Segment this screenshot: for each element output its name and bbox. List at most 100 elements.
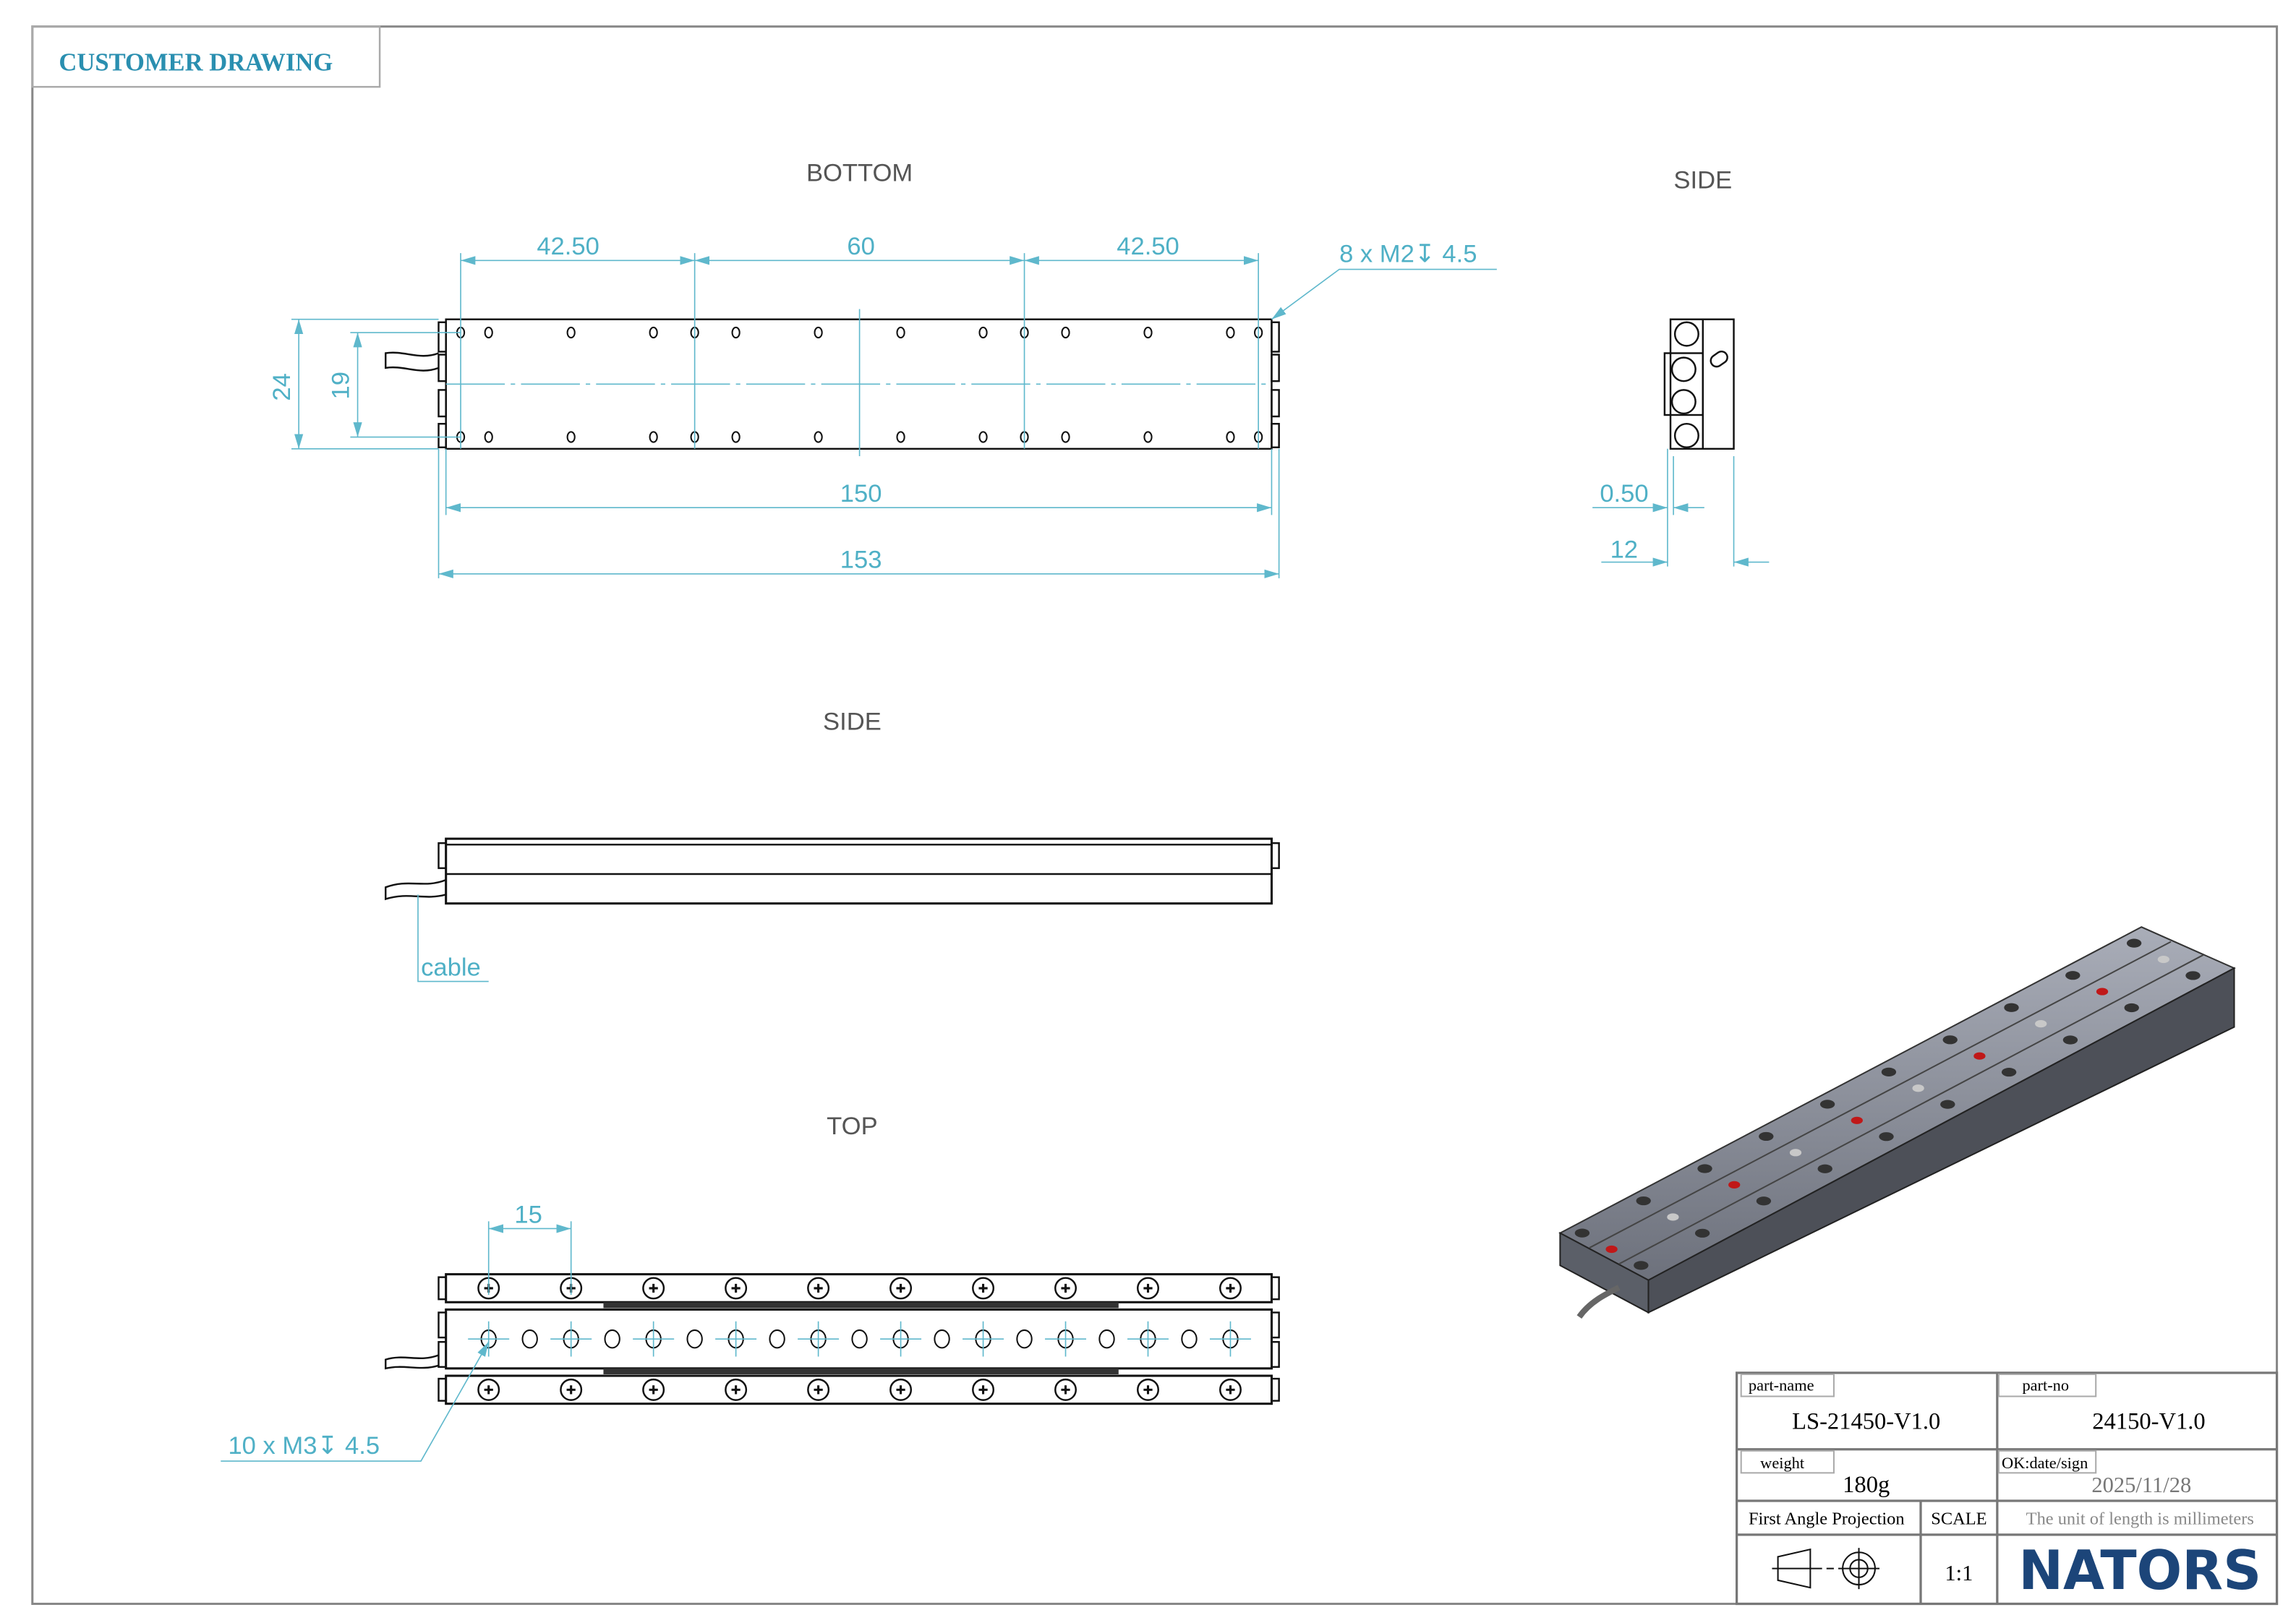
mounting-hole [896,431,905,443]
iso-screw [2001,1067,2017,1077]
screw-icon [1054,1378,1077,1401]
side-view: SIDE cable [385,708,1280,982]
scale-label: SCALE [1931,1509,1986,1529]
iso-hole [1667,1213,1679,1221]
bottom-hole-callout: 8 x M2↧ 4.5 [1339,240,1477,267]
hole-centerline [880,1321,922,1357]
threaded-hole [1016,1329,1033,1349]
cable [385,879,447,901]
dim-thickness: 12 [1610,536,1638,563]
hole-centerline [1127,1321,1169,1357]
hole-centerline [1045,1321,1087,1357]
screw-cross-icon [1226,1385,1235,1395]
iso-screw [1942,1035,1958,1045]
date-value: 2025/11/28 [2091,1473,2191,1497]
header-box [31,25,381,88]
dim-right-span: 42.50 [1117,233,1179,260]
iso-screw [1756,1196,1772,1206]
screw-cross-icon [896,1283,905,1293]
screw-icon [560,1378,583,1401]
screw-cross-icon [649,1283,658,1293]
screw-icon [889,1277,913,1300]
mounting-hole [484,326,493,339]
dim-inner-length: 150 [840,480,882,508]
screw-icon [725,1378,748,1401]
side-right-title: SIDE [1673,167,1732,194]
threaded-hole [686,1329,703,1349]
mounting-hole [1143,431,1153,443]
screw-icon [807,1277,830,1300]
iso-screw [1574,1228,1590,1238]
dim-offset: 0.50 [1600,480,1648,508]
weight-value: 180g [1843,1472,1890,1498]
part-name-label: part-name [1749,1376,1814,1394]
iso-screw [2124,1003,2139,1013]
iso-screw [2065,971,2081,980]
screw-cross-icon [1061,1283,1070,1293]
scale-value: 1:1 [1945,1561,1973,1585]
threaded-hole [1098,1329,1115,1349]
threaded-hole [1181,1329,1198,1349]
hole-centerline [1209,1321,1251,1357]
mounting-hole [1061,326,1070,339]
iso-hole [1973,1052,1986,1060]
top-view-title: TOP [827,1113,877,1140]
isometric-render [1558,926,2236,1319]
iso-screw [1697,1164,1712,1173]
screw-icon [1137,1277,1159,1300]
screw-cross-icon [1143,1283,1153,1293]
iso-screw [2185,971,2201,980]
hole-centerline [468,1321,510,1357]
hole-centerline [798,1321,840,1357]
ok-date-sign-label: OK:date/sign [2002,1454,2088,1472]
iso-hole [2035,1020,2047,1028]
mounting-hole [484,431,493,443]
iso-hole [1728,1181,1741,1189]
iso-hole [2157,955,2169,964]
dim-mid-span: 60 [847,233,874,260]
iso-screw [1940,1100,1955,1109]
cable [385,1354,439,1370]
threaded-hole [934,1329,950,1349]
cable [385,351,439,372]
iso-screw [2004,1003,2019,1012]
projection-label: First Angle Projection [1749,1509,1905,1529]
threaded-hole [769,1329,785,1349]
dim-overall-width: 24 [268,373,296,401]
mounting-hole [1061,431,1070,443]
screw-cross-icon [814,1283,823,1293]
mounting-hole [731,326,741,339]
screw-cross-icon [1226,1283,1235,1293]
mounting-hole [978,326,988,339]
threaded-hole [521,1329,538,1349]
iso-screw [1879,1132,1894,1142]
iso-hole [1789,1149,1802,1157]
first-angle-projection-icon [1772,1548,1880,1590]
screw-cross-icon [649,1385,658,1395]
top-view: TOP 15 10 x M3↧ 4.5 [221,1113,1280,1462]
mounting-hole [1226,326,1235,339]
mounting-hole [814,326,823,339]
iso-screw [1881,1067,1897,1076]
screw-cross-icon [566,1385,576,1395]
mounting-hole [1226,431,1235,443]
screw-cross-icon [814,1385,823,1395]
hole-centerline [715,1321,757,1357]
iso-hole [2096,988,2109,995]
threaded-hole [851,1329,868,1349]
mounting-hole [649,326,658,339]
mounting-hole [814,431,823,443]
side-view-title: SIDE [823,708,882,736]
iso-holes [1574,938,2201,1270]
title-block: part-name LS-21450-V1.0 part-no 24150-V1… [1735,1371,2279,1606]
mounting-hole [649,431,658,443]
top-holes [468,1321,1251,1357]
cable-callout: cable [421,954,481,981]
drawing-title: CUSTOMER DRAWING [59,49,333,77]
bottom-view-title: BOTTOM [806,159,913,187]
threaded-hole [604,1329,620,1349]
iso-hole [1605,1245,1618,1254]
unit-note: The unit of length is millimeters [2026,1509,2254,1529]
mounting-hole [1143,326,1153,339]
screw-icon [725,1277,748,1300]
